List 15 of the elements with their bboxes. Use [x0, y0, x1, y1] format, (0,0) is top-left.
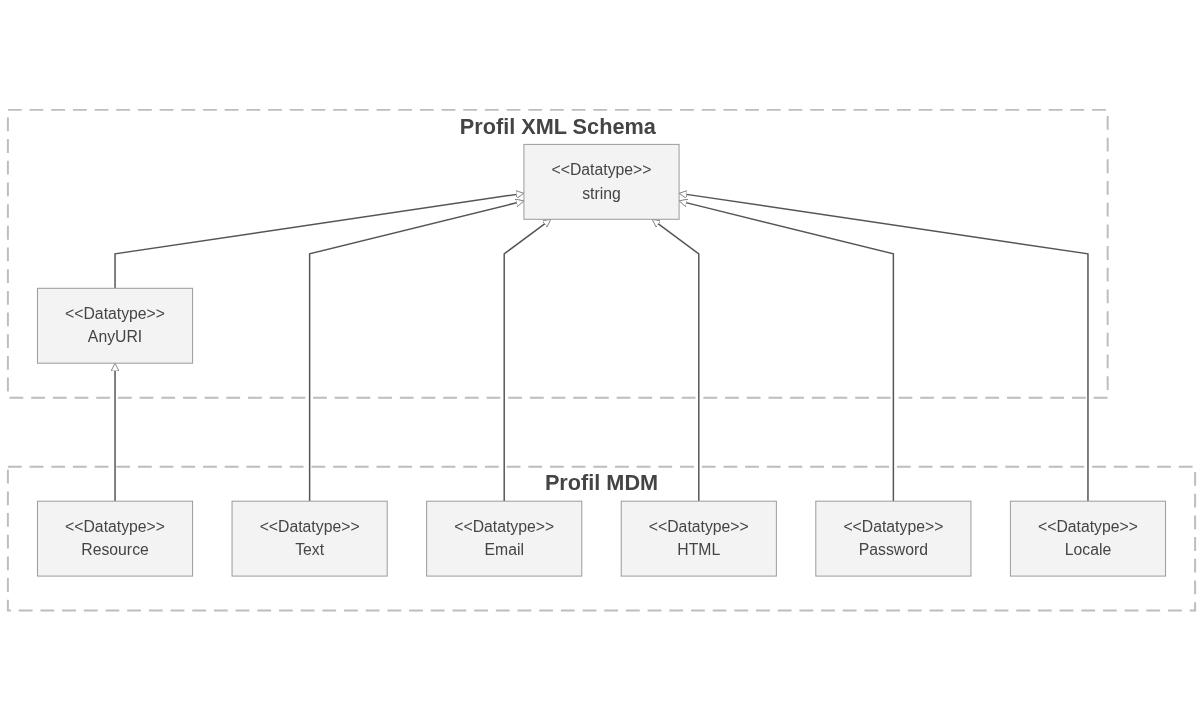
arrow	[678, 189, 1089, 502]
node-box: <<Datatype>> Resource	[36, 500, 194, 577]
node-box: <<Datatype>> AnyURI	[36, 287, 194, 364]
arrow	[651, 218, 700, 502]
arrow	[114, 189, 525, 289]
node-box: <<Datatype>> Email	[426, 500, 583, 577]
node-box: <<Datatype>> HTML	[620, 500, 777, 577]
node-box: <<Datatype>> string	[523, 143, 680, 220]
arrow	[308, 198, 525, 502]
node-box: <<Datatype>> Text	[231, 500, 388, 577]
arrow	[678, 198, 895, 502]
arrow	[503, 218, 552, 502]
arrow	[110, 362, 120, 502]
node-box: <<Datatype>> Password	[815, 500, 972, 577]
node-box: <<Datatype>> Locale	[1009, 500, 1167, 577]
